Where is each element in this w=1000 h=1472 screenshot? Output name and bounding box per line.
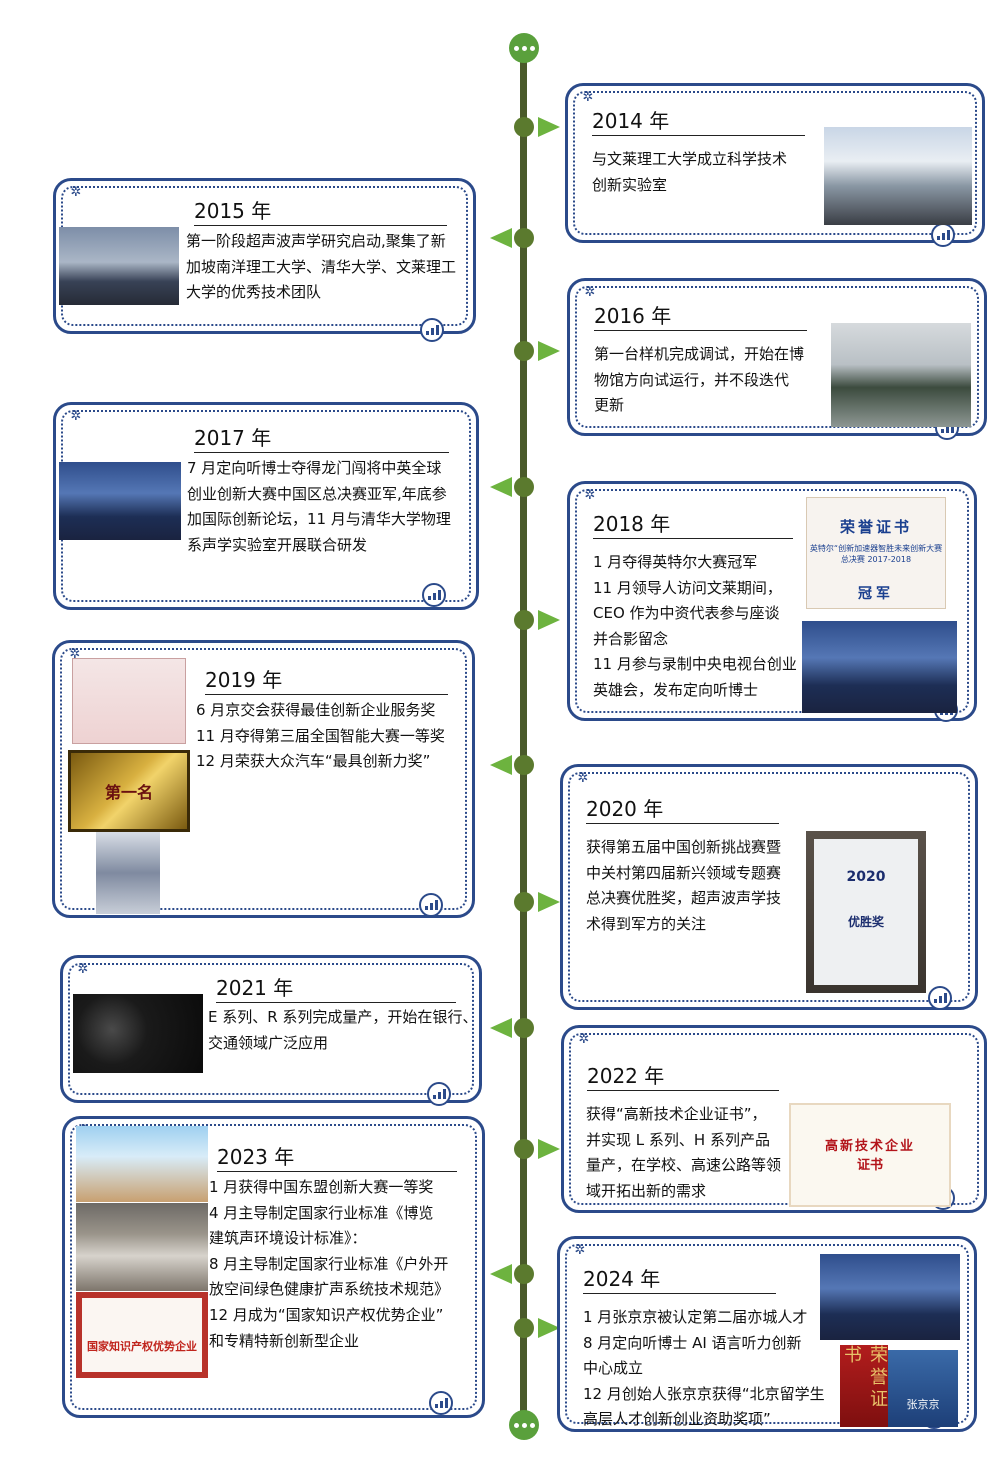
gear-icon: ✲	[574, 1243, 586, 1258]
entry-text: 第一台样机完成调试，开始在博物馆方向试运行，并不段迭代更新	[594, 345, 805, 415]
arrow-right-icon	[538, 610, 560, 630]
arrow-right-icon	[538, 892, 560, 912]
arrow-left-icon	[490, 477, 512, 497]
entry-text: 获得第五届中国创新挑战赛暨中关村第四届新兴领域专题赛总决赛优胜奖，超声波声学技术…	[586, 838, 782, 933]
entry-text: 7 月定向听博士夺得龙门闯将中英全球创业创新大赛中国区总决赛亚军,年底参加国际创…	[187, 459, 451, 554]
timeline-node	[514, 228, 534, 248]
photo-asean-award	[76, 1126, 208, 1202]
gear-icon: ✲	[584, 488, 596, 503]
signal-badge-icon	[429, 1391, 453, 1415]
photo-competition-stage	[59, 462, 181, 540]
certificate-ip-advantage: 国家知识产权优势企业	[76, 1292, 208, 1378]
certificate-best-service	[72, 658, 186, 744]
photo-innovation-center	[820, 1254, 960, 1340]
arrow-right-icon	[538, 1318, 560, 1338]
timeline-node	[514, 1018, 534, 1038]
year-label: 2021 年	[216, 975, 456, 1003]
signal-badge-icon	[420, 318, 444, 342]
timeline-end-dot	[509, 1410, 539, 1440]
plaque-winner: 2020 优胜奖	[806, 831, 926, 993]
gear-icon: ✲	[578, 1032, 590, 1047]
certificate-red-honor: 荣誉证书	[840, 1345, 888, 1427]
entry-text: 获得“高新技术企业证书”，并实现 L 系列、H 系列产品量产，在学校、高速公路等…	[586, 1105, 782, 1200]
timeline-card-2021: ✲	[60, 955, 482, 1106]
entry-text: 与文莱理工大学成立科学技术创新实验室	[592, 150, 788, 194]
photo-research-team	[59, 227, 179, 305]
gear-icon: ✲	[70, 409, 82, 424]
arrow-left-icon	[490, 755, 512, 775]
year-label: 2014 年	[592, 108, 805, 136]
gear-icon: ✲	[77, 962, 89, 977]
photo-lab-opening	[824, 127, 972, 225]
certificate-intel: 荣誉证书 英特尔“创新加速器智胜未来创新大赛总决赛 2017-2018 冠军	[806, 497, 946, 609]
gear-icon: ✲	[584, 285, 596, 300]
entry-text: E 系列、R 系列完成量产，开始在银行、交通领域广泛应用	[208, 1008, 478, 1052]
year-label: 2018 年	[593, 511, 793, 539]
year-label: 2017 年	[194, 425, 449, 453]
arrow-right-icon	[538, 341, 560, 361]
signal-badge-icon	[422, 583, 446, 607]
arrow-left-icon	[490, 1264, 512, 1284]
gear-icon: ✲	[577, 771, 589, 786]
year-label: 2016 年	[594, 303, 807, 331]
photo-standards-meeting	[76, 1203, 208, 1291]
gear-icon: ✲	[69, 647, 81, 662]
timeline-node	[514, 892, 534, 912]
photo-cctv-show	[802, 621, 957, 713]
signal-badge-icon	[419, 893, 443, 917]
arrow-right-icon	[538, 117, 560, 137]
year-label: 2023 年	[217, 1144, 457, 1172]
timeline-start-dot	[509, 33, 539, 63]
year-label: 2015 年	[194, 198, 447, 226]
timeline-node	[514, 117, 534, 137]
arrow-right-icon	[538, 1139, 560, 1159]
signal-badge-icon	[928, 986, 952, 1010]
timeline-node	[514, 341, 534, 361]
trophy-most-innovative	[96, 832, 160, 914]
entry-text: 第一阶段超声波声学研究启动,聚集了新加坡南洋理工大学、清华大学、文莱理工大学的优…	[186, 232, 457, 302]
arrow-left-icon	[490, 228, 512, 248]
timeline-node	[514, 755, 534, 775]
timeline-node	[514, 1264, 534, 1284]
gear-icon: ✲	[70, 185, 82, 200]
gear-icon: ✲	[582, 90, 594, 105]
signal-badge-icon	[931, 223, 955, 247]
year-label: 2022 年	[587, 1063, 779, 1091]
signal-badge-icon	[427, 1082, 451, 1106]
year-label: 2020 年	[586, 796, 779, 824]
timeline-node	[514, 1139, 534, 1159]
year-label: 2024 年	[583, 1266, 776, 1294]
photo-prototype	[831, 323, 971, 427]
plaque-first-place: 第一名	[68, 750, 190, 832]
photo-product-series	[73, 994, 203, 1073]
arrow-left-icon	[490, 1018, 512, 1038]
timeline-node	[514, 477, 534, 497]
timeline-axis	[520, 58, 527, 1420]
timeline-card-2017: ✲	[53, 402, 479, 610]
name-badge: 张京京	[888, 1350, 958, 1427]
timeline-node	[514, 610, 534, 630]
year-label: 2019 年	[205, 667, 448, 695]
certificate-high-tech: 高新技术企业 证书	[789, 1103, 951, 1207]
timeline-node	[514, 1318, 534, 1338]
